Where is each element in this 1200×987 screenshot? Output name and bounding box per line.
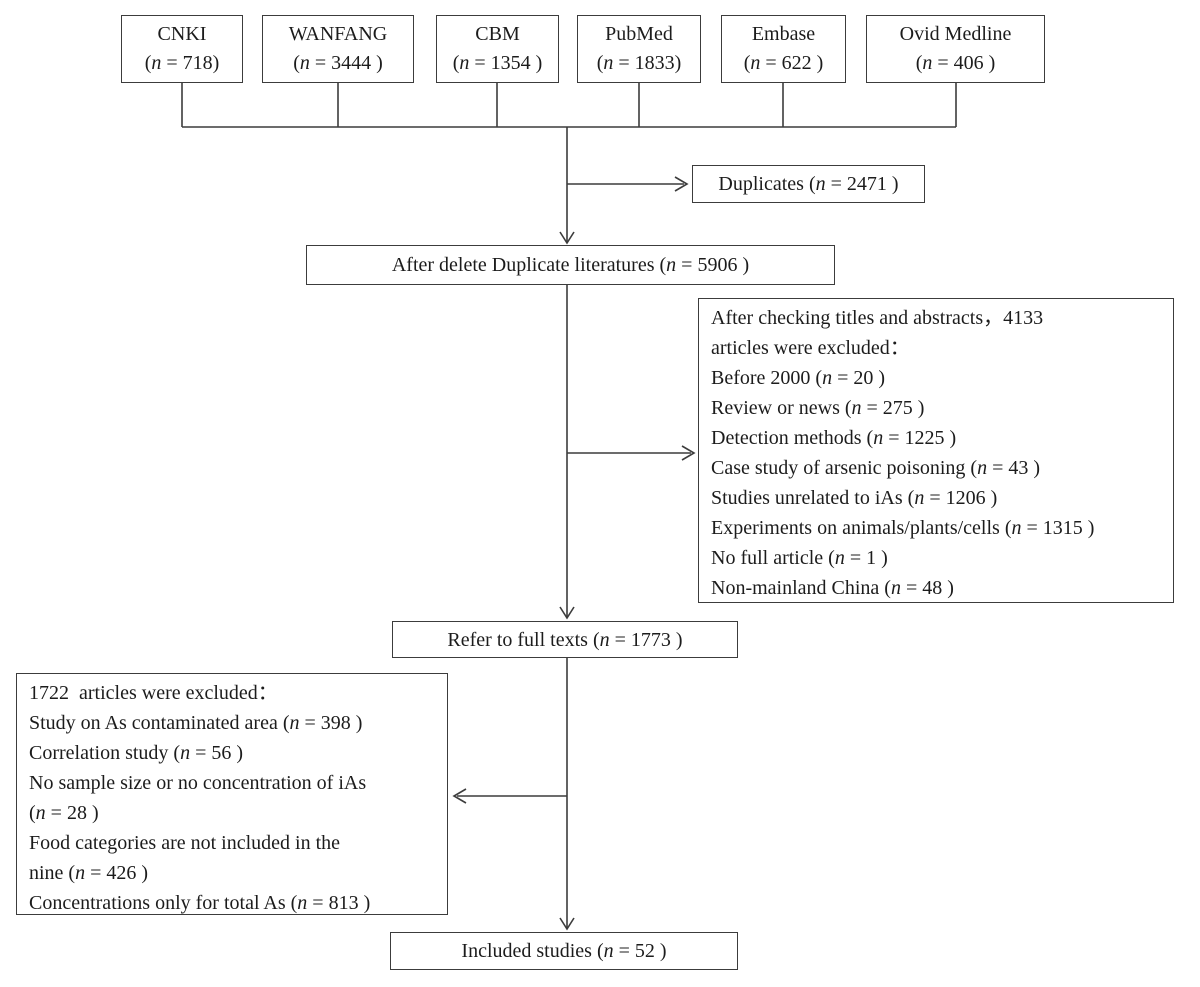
source-name: CNKI [157,23,207,45]
exclusion-line: (n = 28 ) [29,802,99,824]
after-dedup-box: After delete Duplicate literatures (n = … [306,245,835,285]
source-count: (n = 406 ) [915,52,996,74]
included-label: Included studies (n = 52 ) [461,940,667,962]
exclusion-line: No full article (n = 1 ) [711,547,888,569]
included-studies-box: Included studies (n = 52 ) [390,932,738,970]
source-box-pubmed: PubMed (n = 1833) [577,15,701,83]
exclusion-line: No sample size or no concentration of iA… [29,772,367,794]
source-count: (n = 622 ) [743,52,824,74]
arrowhead-down-dedup [559,231,575,245]
arrowhead-down-included [559,917,575,931]
exclusion-line: After checking titles and abstracts，4133 [711,307,1044,329]
source-name: WANFANG [288,23,388,45]
exclusion-line: Food categories are not included in the [29,832,341,854]
source-name: Embase [751,23,816,45]
arrowhead-left-exclusion [452,788,467,804]
source-name: Ovid Medline [899,23,1012,45]
exclusion-line: Detection methods (n = 1225 ) [711,427,957,449]
after-dedup-label: After delete Duplicate literatures (n = … [391,254,750,276]
source-box-ovid-medline: Ovid Medline (n = 406 ) [866,15,1045,83]
exclusion-line: Experiments on animals/plants/cells (n =… [711,517,1095,539]
arrowhead-right-duplicates [674,176,689,192]
exclusion-line: Correlation study (n = 56 ) [29,742,244,764]
source-count: (n = 3444 ) [293,52,383,74]
exclusion-line: Studies unrelated to iAs (n = 1206 ) [711,487,998,509]
source-box-cbm: CBM (n = 1354 ) [436,15,559,83]
duplicates-label: Duplicates (n = 2471 ) [718,173,899,195]
exclusion-line: Non-mainland China (n = 48 ) [711,577,954,599]
full-text-box: Refer to full texts (n = 1773 ) [392,621,738,658]
source-box-cnki: CNKI (n = 718) [121,15,243,83]
arrowhead-right-exclusion [681,445,696,461]
exclusion-line: Case study of arsenic poisoning (n = 43 … [711,457,1041,479]
source-box-embase: Embase (n = 622 ) [721,15,846,83]
full-text-exclusion-box: 1722 articles were excluded： Study on As… [16,673,448,915]
source-box-wanfang: WANFANG (n = 3444 ) [262,15,414,83]
source-count: (n = 718) [144,52,220,74]
exclusion-line: Concentrations only for total As (n = 81… [29,892,371,914]
arrowhead-down-fulltext [559,606,575,620]
source-name: CBM [475,23,520,45]
title-abstract-exclusion-box: After checking titles and abstracts，4133… [698,298,1174,603]
duplicates-box: Duplicates (n = 2471 ) [692,165,925,203]
exclusion-line: Before 2000 (n = 20 ) [711,367,886,389]
exclusion-line: 1722 articles were excluded： [29,682,278,704]
exclusion-line: Review or news (n = 275 ) [711,397,925,419]
exclusion-line: articles were excluded： [711,337,910,359]
source-count: (n = 1833) [596,52,682,74]
source-name: PubMed [605,23,673,45]
source-count: (n = 1354 ) [452,52,543,74]
exclusion-line: nine (n = 426 ) [29,862,149,884]
exclusion-line: Study on As contaminated area (n = 398 ) [29,712,363,734]
full-text-label: Refer to full texts (n = 1773 ) [447,628,683,651]
